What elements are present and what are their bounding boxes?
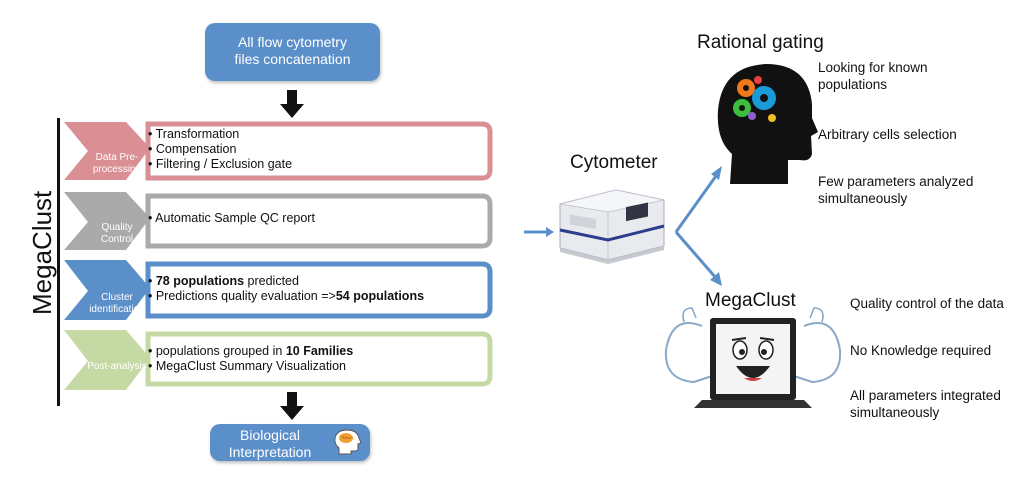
step-item: • Compensation [148, 142, 237, 156]
down-arrow-icon [280, 90, 304, 118]
step-label-cluster: Cluster identification [89, 292, 145, 315]
step-box-postanalysis [145, 331, 493, 387]
step-item: • Predictions quality evaluation =>54 po… [148, 289, 425, 303]
step-item: • Transformation [148, 127, 240, 141]
rational-point-3: Few parameters analyzed simultaneously [818, 174, 974, 206]
step-text-postanalysis: • populations grouped in 10 Families • M… [148, 344, 353, 374]
megaclust-panel-title: MegaClust [705, 290, 796, 311]
step-item: • 78 populations predicted [148, 274, 299, 288]
step-chevron-cluster [64, 260, 150, 320]
step-label-preprocessing: Data Pre-processing [92, 152, 142, 175]
laptop-mascot-icon [664, 307, 842, 408]
step-text-qc: • Automatic Sample QC report [148, 211, 315, 226]
brain-gears-icon [717, 64, 818, 184]
cytometer-title: Cytometer [570, 152, 658, 173]
step-label-qc: Quality Control [100, 222, 134, 245]
bio-line1: Biological [240, 427, 300, 443]
rational-point-1: Looking for known populations [818, 60, 928, 92]
cytometer-machine-icon [559, 189, 665, 264]
head-brain-icon [334, 429, 362, 455]
rational-point-2: Arbitrary cells selection [818, 127, 957, 142]
down-arrow-icon [280, 392, 304, 420]
step-item: • MegaClust Summary Visualization [148, 359, 346, 373]
step-chevron-postanalysis [64, 330, 150, 390]
gear-blue [752, 86, 776, 110]
step-box-qc [145, 193, 493, 249]
megaclust-point-1: Quality control of the data [850, 296, 1004, 311]
step-box-cluster [145, 261, 493, 319]
megaclust-side-label: MegaClust [27, 190, 57, 315]
bio-line2: Interpretation [228, 444, 312, 460]
megaclust-point-3: All parameters integrated simultaneously [850, 388, 1001, 420]
step-text-preprocessing: • Transformation • Compensation • Filter… [148, 127, 292, 172]
step-label-postanalysis: Post-analysis [87, 361, 147, 372]
flow-arrows [524, 166, 722, 286]
step-chevron-preprocessing [64, 122, 150, 180]
concatenation-line1: All flow cytometry [238, 34, 347, 50]
concatenation-box: All flow cytometry files concatenation [205, 23, 380, 81]
step-chevrons [64, 121, 493, 390]
step-item: • Filtering / Exclusion gate [148, 157, 293, 171]
step-text-cluster: • 78 populations predicted • Predictions… [148, 274, 424, 304]
gear-orange [737, 79, 755, 97]
gear-green [733, 99, 751, 117]
step-chevron-qc [64, 192, 150, 250]
rational-gating-title: Rational gating [697, 32, 824, 53]
concatenation-line2: files concatenation [234, 51, 351, 67]
megaclust-bracket-line [57, 118, 60, 406]
step-item: • populations grouped in 10 Families [148, 344, 354, 358]
step-box-preprocessing [145, 121, 493, 181]
step-item: • Automatic Sample QC report [148, 211, 315, 225]
megaclust-point-2: No Knowledge required [850, 343, 992, 358]
